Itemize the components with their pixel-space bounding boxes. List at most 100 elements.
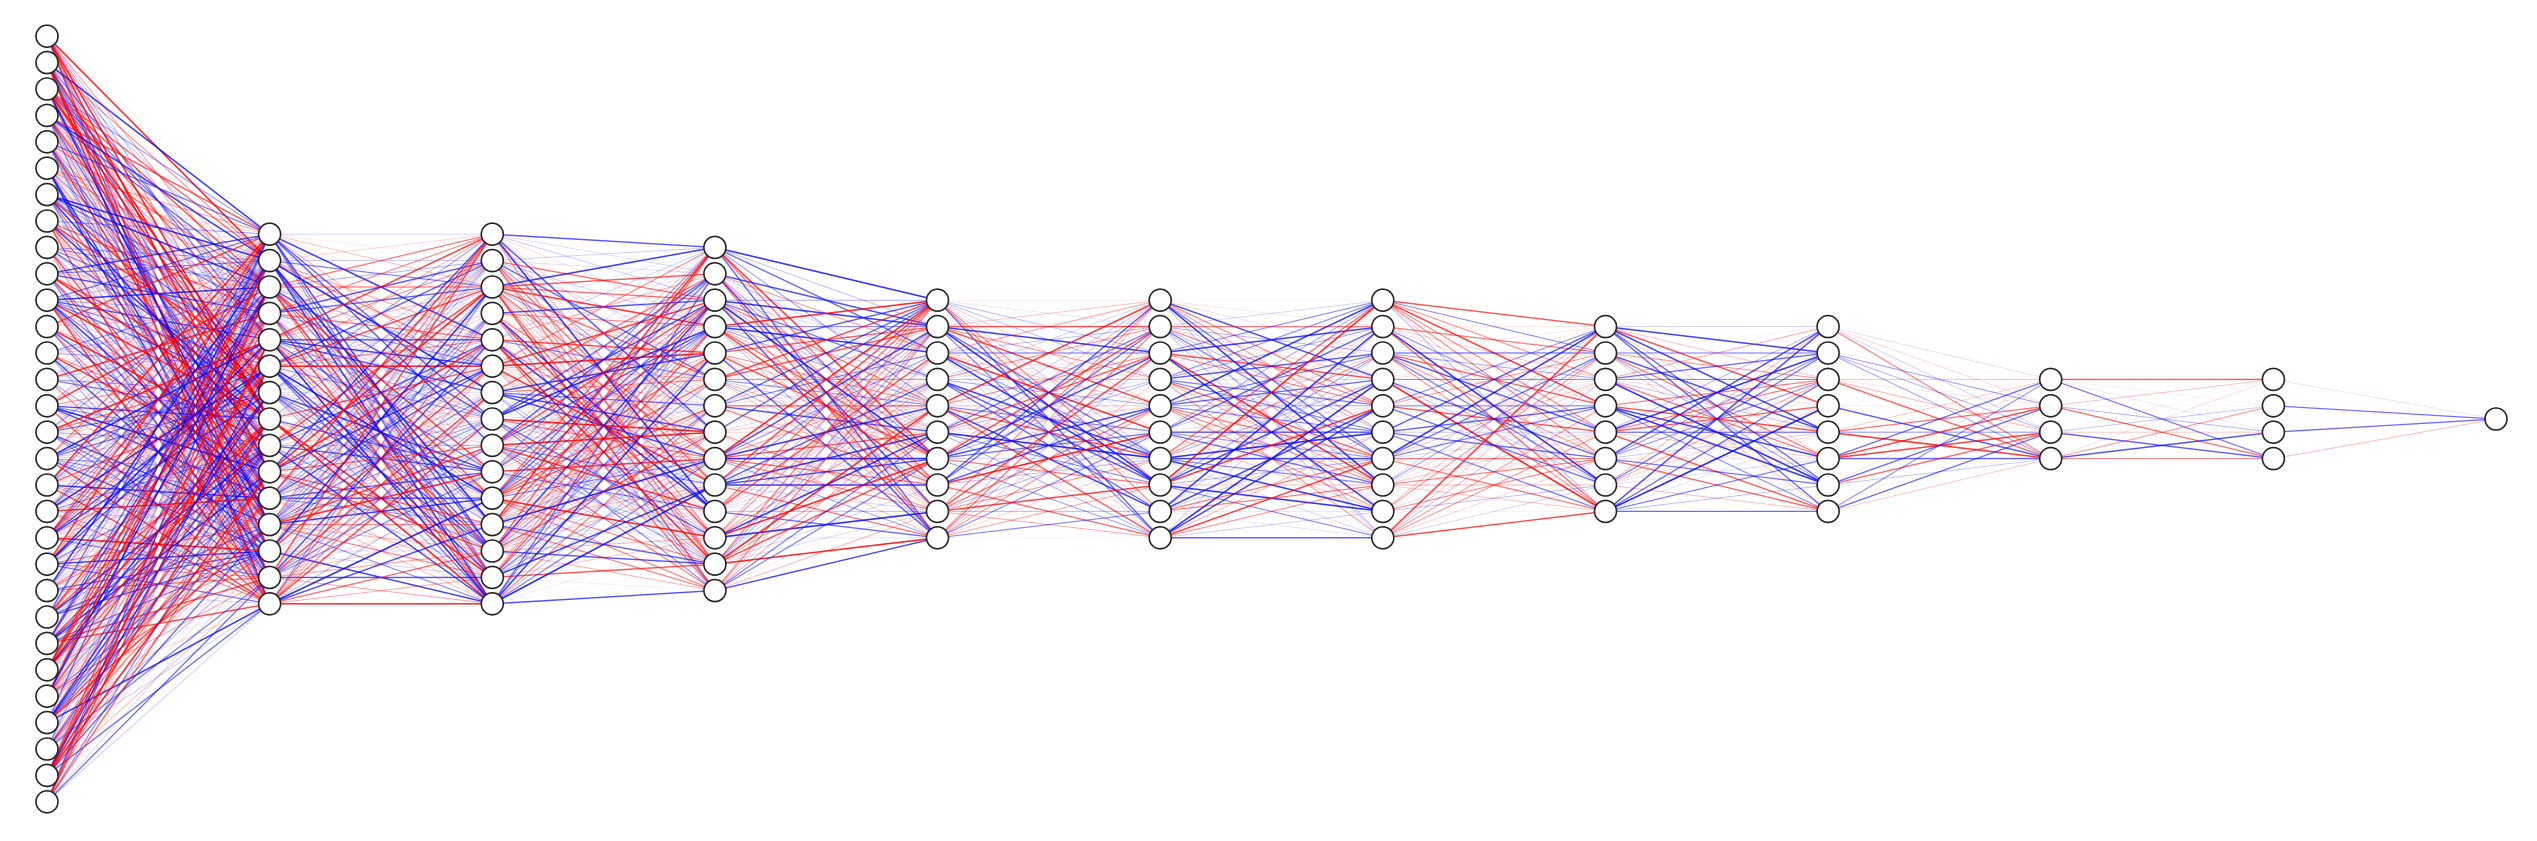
weight-edge (269, 392, 493, 578)
neuron-node (703, 367, 727, 392)
weight-edge (492, 273, 715, 288)
weight-edge (1160, 299, 1383, 328)
weight-edge (937, 379, 1161, 512)
weight-edge (269, 550, 493, 605)
weight-edge (46, 418, 270, 802)
weight-edge (1605, 326, 1829, 512)
weight-edge (46, 313, 270, 802)
neuron-node (257, 275, 282, 299)
weight-edge (46, 233, 270, 328)
weight-edge (1382, 405, 1606, 486)
weight-edge (714, 378, 938, 460)
weight-edge (714, 352, 938, 486)
neuron-node (35, 24, 59, 49)
weight-edge (1605, 352, 1829, 407)
neuron-node (480, 380, 505, 405)
weight-edge (491, 484, 716, 605)
weight-edge (269, 233, 493, 552)
weight-edge (1382, 326, 1606, 354)
weight-edge (937, 378, 1161, 460)
weight-edge (937, 431, 1161, 512)
weight-edge (2050, 405, 2274, 460)
weight-edge (46, 286, 271, 723)
weight-edge (937, 484, 1161, 539)
weight-edge (492, 511, 716, 605)
weight-edge (46, 114, 270, 235)
weight-edge (2050, 405, 2274, 433)
weight-edge (269, 339, 493, 605)
weight-edge (714, 431, 938, 592)
weight-edge (269, 339, 493, 447)
weight-edge (1827, 405, 2051, 512)
weight-edge (492, 233, 715, 275)
weight-edge (46, 524, 271, 776)
weight-edge (46, 234, 270, 802)
weight-edge (46, 233, 271, 565)
weight-edge (269, 497, 493, 552)
weight-edge (1382, 484, 1606, 539)
weight-edge (491, 378, 716, 552)
weight-edge (714, 405, 938, 433)
weight-edge (46, 286, 270, 486)
weight-edge (1159, 326, 1384, 539)
weight-edge (1828, 326, 2051, 380)
weight-edge (46, 260, 270, 512)
weight-edge (714, 405, 938, 486)
weight-edge (937, 458, 1161, 512)
weight-edge (46, 260, 270, 407)
weight-edge (1159, 352, 1384, 539)
neuron-node (257, 486, 282, 511)
weight-edge (1605, 326, 1829, 486)
weight-edge (1382, 352, 1606, 486)
weight-edge (1159, 405, 1384, 539)
neuron-node (35, 420, 59, 445)
weight-edge (269, 524, 493, 552)
weight-edge (46, 234, 271, 776)
neuron-node (703, 499, 727, 524)
neuron-node (1148, 367, 1172, 392)
weight-edge (1382, 326, 1606, 407)
neuron-node (703, 552, 727, 577)
weight-edge (1827, 431, 2051, 486)
neuron-node (703, 261, 727, 286)
weight-edge (1605, 326, 1829, 354)
neuron-node (2038, 446, 2063, 471)
neuron-node (257, 407, 282, 431)
neuron-node (480, 327, 505, 352)
weight-edge (46, 444, 270, 565)
weight-edge (1605, 326, 1829, 380)
neuron-node (1371, 446, 1395, 471)
weight-edge (2273, 405, 2497, 420)
neuron-node (480, 407, 505, 431)
neuron-node (1816, 393, 1840, 418)
weight-edge (491, 247, 716, 473)
weight-edge (492, 246, 715, 262)
weight-edge (269, 471, 493, 578)
weight-edge (1827, 378, 2051, 433)
weight-edge (269, 497, 493, 605)
neuron-node (1593, 341, 1618, 365)
neuron-node (35, 499, 59, 524)
neuron-node (925, 473, 950, 497)
weight-edge (1382, 405, 1606, 539)
weight-edge (714, 299, 938, 512)
weight-edge (269, 286, 493, 605)
weight-edge (46, 233, 270, 248)
neuron-node (35, 367, 59, 392)
weight-edge (269, 234, 493, 604)
weight-edge (492, 246, 716, 341)
weight-edge (269, 445, 493, 499)
weight-edge (714, 405, 938, 591)
neuron-node (703, 393, 727, 418)
neuron-node (35, 737, 59, 761)
weight-edge (46, 339, 270, 697)
neuron-node (1593, 367, 1618, 392)
weight-edge (1160, 484, 1383, 539)
weight-edge (46, 497, 271, 724)
neuron-node (1148, 314, 1172, 339)
weight-edge (937, 326, 1161, 512)
weight-edge (46, 260, 271, 671)
weight-edge (714, 405, 938, 539)
weight-edge (491, 326, 716, 578)
weight-edge (1827, 378, 2051, 460)
